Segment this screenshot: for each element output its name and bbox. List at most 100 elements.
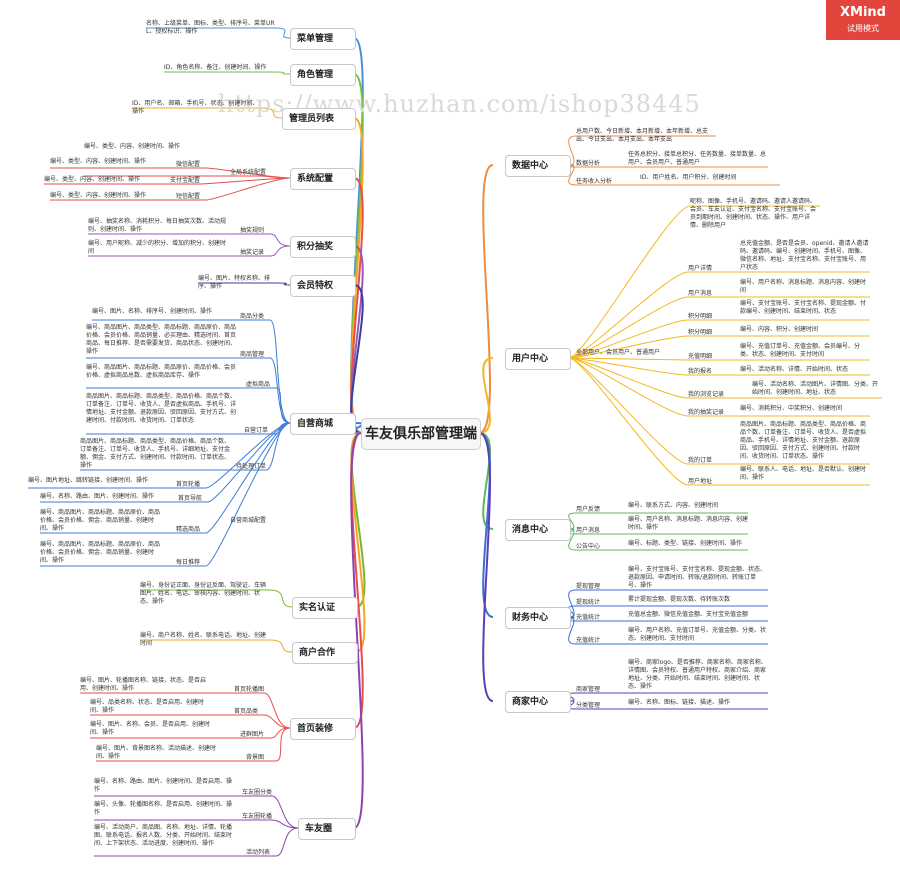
sub-topic-data-2[interactable]: 任务收入分析: [576, 178, 613, 185]
leaf-system-0: 编号、类型、内容、创建时间、操作: [84, 143, 181, 150]
main-topic-merchant[interactable]: 商家中心: [505, 691, 571, 713]
sub-topic-user-3[interactable]: 积分明细: [688, 313, 713, 320]
sub-topic-mall-4[interactable]: 待处理订单: [236, 463, 267, 470]
leaf-mall-8: 编号、商品图片、商品标题、商品原价、商品价格、会员价格、佣金、商品销量、创建时间…: [40, 541, 161, 564]
leaf-finance-1: 累计提现金额、提现次数、待转账次数: [628, 596, 731, 603]
sub-topic-finance-0[interactable]: 提现管理: [576, 583, 601, 590]
main-topic-decor[interactable]: 首页装修: [290, 718, 356, 740]
leaf-points-1: 编号、用户昵称、减少的积分、增加的积分、创建时间: [88, 240, 227, 255]
main-topic-menu[interactable]: 菜单管理: [290, 28, 356, 50]
sub-topic-mall-1[interactable]: 商品管理: [240, 351, 265, 358]
leaf-user-1: 总充值金额、是否是会员、openid、邀请人邀请码、邀请码、编号、创建时间、手机…: [740, 240, 869, 271]
leaf-user-4: 编号、内容、积分、创建时间: [740, 326, 819, 333]
leaf-mall-6: 编号、名称、路由、图片、创建时间、操作: [40, 493, 155, 500]
main-topic-mall[interactable]: 自营商城: [290, 413, 356, 435]
sub-topic-mall-2[interactable]: 虚拟商品: [246, 381, 271, 388]
sub-topic-msg-0[interactable]: 用户反馈: [576, 506, 601, 513]
main-topic-points[interactable]: 积分抽奖: [290, 236, 356, 258]
main-topic-admin[interactable]: 管理员列表: [282, 108, 356, 130]
sub-topic-user-8[interactable]: 我的抽奖记录: [688, 409, 725, 416]
sub-topic-mall-3[interactable]: 自营订单: [244, 427, 269, 434]
main-topic-role[interactable]: 角色管理: [290, 64, 356, 86]
leaf-circle-0: 编号、名称、路由、图片、创建时间、是否启用、操作: [94, 778, 233, 793]
leaf-finance-0: 编号、支付宝账号、支付宝名称、提现金额、状态、退款原因、申请时间、转账/退款时间…: [628, 566, 767, 589]
sub-topic-decor-3[interactable]: 背景图: [246, 754, 265, 761]
sub-topic-decor-2[interactable]: 进群图片: [240, 731, 265, 738]
group-label-user: 全部用户、会员用户、普通用户: [576, 349, 661, 356]
leaf-mall-0: 编号、图片、名称、排序号、创建时间、操作: [92, 308, 213, 315]
central-topic[interactable]: 车友俱乐部管理端: [361, 418, 481, 450]
sub-topic-data-1[interactable]: 数据分析: [576, 160, 601, 167]
sub-topic-circle-1[interactable]: 车友圈轮播: [242, 813, 273, 820]
main-topic-msg[interactable]: 消息中心: [505, 519, 571, 541]
sub-topic-decor-1[interactable]: 首页品类: [234, 708, 259, 715]
sub-topic-user-2[interactable]: 用户消息: [688, 290, 713, 297]
leaf-user-3: 编号、支付宝账号、支付宝名称、提现金额、付款编号、创建时间、结束时间、状态: [740, 300, 867, 315]
leaf-role-0: ID、角色名称、备注、创建时间、操作: [164, 64, 267, 71]
leaf-system-1: 编号、类型、内容、创建时间、操作: [50, 158, 147, 165]
sub-topic-mall-0[interactable]: 商品分类: [240, 313, 265, 320]
sub-topic-system-0[interactable]: 全局系统配置: [230, 169, 267, 176]
sub-topic-msg-1[interactable]: 用户消息: [576, 527, 601, 534]
main-topic-verify[interactable]: 实名认证: [292, 597, 358, 619]
brand-trial: 试用模式: [847, 24, 879, 33]
sub-topic-merchant-1[interactable]: 分类管理: [576, 702, 601, 709]
main-topic-system[interactable]: 系统配置: [290, 168, 356, 190]
leaf-decor-1: 编号、品类名称、状态、是否启用、创建时间、操作: [90, 699, 205, 714]
main-topic-finance[interactable]: 财务中心: [505, 607, 571, 629]
sub-topic-mall-7[interactable]: 精选商品: [176, 526, 201, 533]
sub-topic-finance-2[interactable]: 充值统计: [576, 614, 601, 621]
group-label-mall: 自营商城配置: [230, 517, 267, 524]
brand-name: XMind: [840, 5, 886, 20]
sub-topic-mall-8[interactable]: 每日推荐: [176, 559, 201, 566]
sub-topic-user-9[interactable]: 我的订单: [688, 457, 713, 464]
sub-topic-merchant-0[interactable]: 商家管理: [576, 686, 601, 693]
leaf-finance-3: 编号、用户名称、充值订单号、充值金额、分类、状态、创建时间、支付时间: [628, 627, 767, 642]
sub-topic-user-10[interactable]: 用户地址: [688, 478, 713, 485]
leaf-mall-2: 编号、商品图片、商品标题、商品原价、商品价格、会员价格、虚拟商品总数、虚拟商品库…: [86, 364, 237, 379]
sub-topic-finance-3[interactable]: 充值统计: [576, 637, 601, 644]
main-topic-user[interactable]: 用户中心: [505, 348, 571, 370]
leaf-verify-0: 编号、身份证正面、身份证反面、驾驶证、车辆图片、姓名、电话、审核内容、创建时间、…: [140, 582, 267, 605]
main-topic-vip[interactable]: 会员特权: [290, 275, 356, 297]
sub-topic-points-1[interactable]: 抽奖记录: [240, 249, 265, 256]
leaf-system-2: 编号、类型、内容、创建时间、操作: [44, 176, 141, 183]
sub-topic-system-3[interactable]: 短信配置: [176, 193, 201, 200]
sub-topic-user-4[interactable]: 积分明细: [688, 329, 713, 336]
main-topic-partner[interactable]: 商户合作: [292, 642, 358, 664]
leaf-user-10: 编号、联系人、电话、地址、是否默认、创建时间、操作: [740, 466, 867, 481]
leaf-mall-4: 商品图片、商品标题、商品类型、商品价格、商品个数、订单备注、订单号、收货人、手机…: [80, 438, 231, 469]
leaf-msg-0: 编号、联系方式、内容、创建时间: [628, 502, 719, 509]
leaf-user-5: 编号、充值订单号、充值金额、会员编号、分类、状态、创建时间、支付时间: [740, 343, 861, 358]
sub-topic-mall-6[interactable]: 首页导航: [178, 495, 203, 502]
leaf-mall-7: 编号、商品图片、商品标题、商品原价、商品价格、会员价格、佣金、商品销量、创建时间…: [40, 509, 161, 532]
sub-topic-mall-5[interactable]: 首页轮播: [176, 481, 201, 488]
main-topic-data[interactable]: 数据中心: [505, 155, 571, 177]
leaf-user-0: 昵称、图像、手机号、邀请码、邀请人邀请码、会员、车友认证、支付宝名称、支付宝账号…: [690, 198, 817, 229]
sub-topic-system-2[interactable]: 支付宝配置: [170, 177, 201, 184]
main-topic-circle[interactable]: 车友圈: [298, 818, 356, 840]
leaf-partner-0: 编号、商户名称、姓名、联系电话、地址、创建时间: [140, 632, 267, 647]
sub-topic-msg-2[interactable]: 公告中心: [576, 543, 601, 550]
sub-topic-circle-2[interactable]: 活动列表: [246, 849, 271, 856]
leaf-mall-5: 编号、图片地址、跳转链接、创建时间、操作: [28, 477, 149, 484]
sub-topic-user-7[interactable]: 我的浏览记录: [688, 391, 725, 398]
leaf-msg-1: 编号、用户名称、消息标题、消息内容、创建时间、操作: [628, 516, 749, 531]
leaf-user-6: 编号、活动名称、详情、开始时间、状态: [740, 366, 849, 373]
sub-topic-circle-0[interactable]: 车友圈分类: [242, 789, 273, 796]
sub-topic-user-5[interactable]: 充值明细: [688, 353, 713, 360]
leaf-merchant-1: 编号、名称、图标、链接、描述、操作: [628, 699, 731, 706]
sub-topic-system-1[interactable]: 微信配置: [176, 161, 201, 168]
sub-topic-user-1[interactable]: 用户详情: [688, 265, 713, 272]
sub-topic-user-6[interactable]: 我的报名: [688, 368, 713, 375]
xmind-badge: XMind 试用模式: [826, 0, 900, 40]
sub-topic-points-0[interactable]: 抽奖规则: [240, 227, 265, 234]
sub-topic-decor-0[interactable]: 首页轮播图: [234, 686, 265, 693]
sub-topic-finance-1[interactable]: 提现统计: [576, 599, 601, 606]
leaf-user-2: 编号、用户名称、消息标题、消息内容、创建时间: [740, 279, 867, 294]
leaf-user-7: 编号、活动名称、活动图片、详情图、分类、开始时间、创建时间、地址、状态: [752, 381, 879, 396]
leaf-decor-3: 编号、图片、背景图名称、活动描述、创建时间、操作: [96, 745, 217, 760]
leaf-vip-0: 编号、图片、特权名称、排序、操作: [198, 275, 271, 290]
leaf-decor-2: 编号、图片、名称、会员、是否启用、创建时间、操作: [90, 721, 211, 736]
leaf-data-0: 总用户数、今日新增、本月新增、本年新增、总支出、今日支出、本月支出、本年支出: [576, 128, 709, 143]
